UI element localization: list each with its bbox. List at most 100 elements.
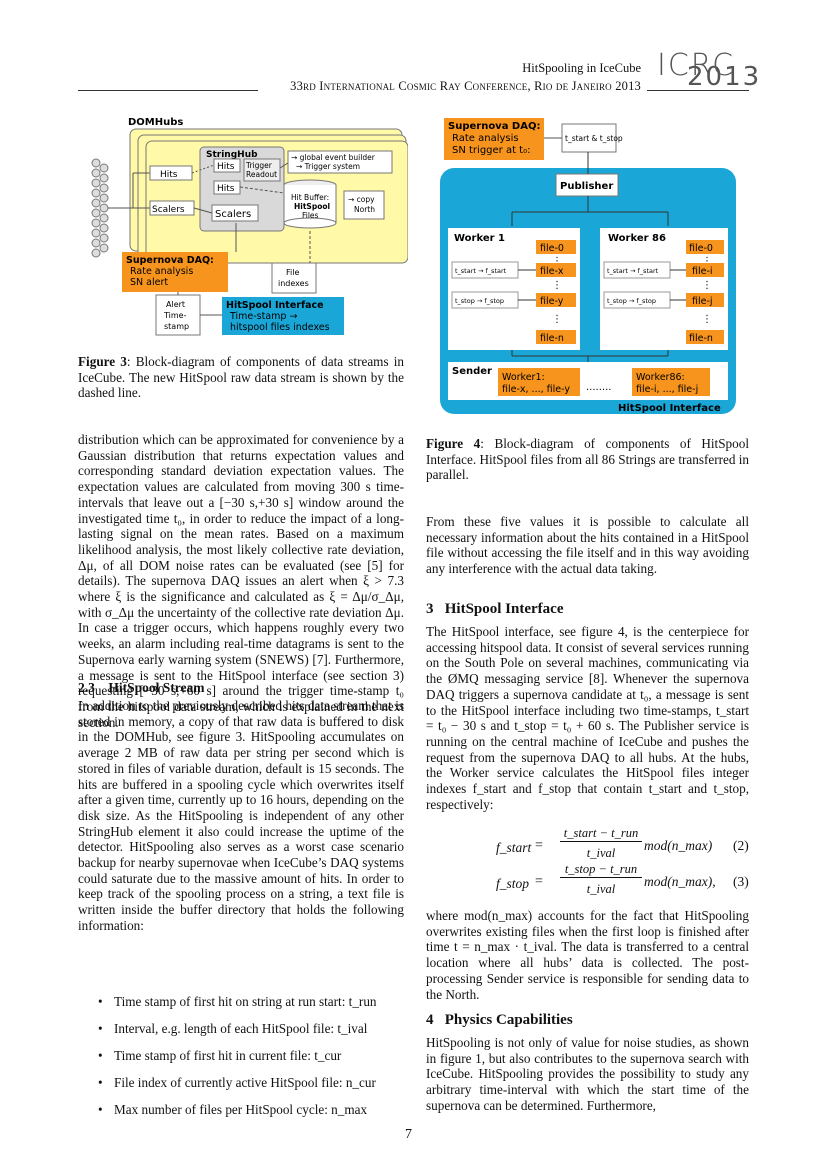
- list-item: File index of currently active HitSpool …: [78, 1075, 404, 1091]
- copy-label-2: North: [354, 205, 375, 214]
- w1-file-x: file-x: [540, 266, 564, 277]
- hits-inner-box-2: Hits: [217, 184, 235, 194]
- hitspool-interface-box: [222, 297, 344, 335]
- list-item: Time stamp of first hit on string at run…: [78, 994, 404, 1010]
- equation-2-numerator: t_start − t_run: [560, 826, 642, 842]
- figure-3-diagram: DOMHubs Hits Scalers StringHub Hits Hits…: [91, 117, 408, 336]
- sender-label: Sender: [452, 366, 492, 377]
- sender-w86-a: Worker86:: [636, 372, 685, 383]
- bullet-list: Time stamp of first hit on string at run…: [78, 994, 404, 1118]
- copy-label-1: → copy: [348, 195, 375, 204]
- header-rule-right: [647, 90, 749, 91]
- running-title: HitSpooling in IceCube: [522, 61, 641, 75]
- page-number: 7: [405, 1127, 412, 1142]
- file-indexes-2: indexes: [278, 279, 309, 288]
- scalers-left-box: Scalers: [152, 205, 185, 215]
- trigger-label: Trigger: [245, 161, 273, 170]
- right-paragraph-2: The HitSpool interface, see figure 4, is…: [426, 624, 749, 812]
- sn-daq-line2: SN alert: [130, 277, 168, 288]
- left-paragraph-1: distribution which can be approximated f…: [78, 432, 404, 730]
- f4-sn-line1: Rate analysis: [452, 133, 519, 144]
- sender-dots: ........: [586, 382, 611, 393]
- worker1-label: Worker 1: [454, 233, 505, 244]
- w1-file-n: file-n: [540, 333, 564, 344]
- buffer-label-2: HitSpool: [294, 202, 330, 211]
- equation-2-eq: =: [535, 838, 543, 853]
- right-paragraph-4: HitSpooling is not only of value for noi…: [426, 1035, 749, 1113]
- equation-3-numerator: t_stop − t_run: [560, 862, 642, 878]
- scalers-inner-box: Scalers: [215, 209, 251, 220]
- w86-file-j: file-j: [692, 296, 713, 307]
- f4-sn-line2: SN trigger at t₀:: [452, 145, 530, 156]
- section-2-3-heading: 2.3 HitSpool Stream: [78, 680, 205, 695]
- supernova-daq-box: [122, 252, 228, 292]
- right-paragraph-1: From these five values it is possible to…: [426, 514, 749, 577]
- w86-map-start: t_start → f_start: [607, 267, 659, 275]
- hs-interface-line2: hitspool files indexes: [230, 322, 330, 333]
- equation-3-mod: mod(n_max),: [644, 874, 716, 889]
- list-item: Time stamp of first hit in current file:…: [78, 1048, 404, 1064]
- equation-3-denominator: t_ival: [586, 882, 616, 896]
- w86-file-i: file-i: [692, 266, 713, 277]
- buffer-label-1: Hit Buffer:: [291, 193, 329, 202]
- alert-label-1: Alert: [166, 300, 185, 309]
- w86-dots-3: ⋮: [702, 314, 712, 325]
- w1-map-stop: t_stop → f_stop: [455, 297, 504, 305]
- hit-buffer-cylinder: [283, 217, 337, 229]
- left-paragraph-2: In addition to the previously described …: [78, 698, 404, 933]
- buffer-label-3: Files: [302, 211, 319, 220]
- f4-sn-title: Supernova DAQ:: [448, 121, 540, 132]
- sn-daq-line1: Rate analysis: [130, 266, 193, 277]
- w1-map-start: t_start → f_start: [455, 267, 507, 275]
- readout-label: Readout: [246, 170, 277, 179]
- alert-label-3: stamp: [164, 322, 189, 331]
- sn-daq-title: Supernova DAQ:: [126, 255, 214, 266]
- stringhub-label: StringHub: [206, 150, 258, 160]
- figure-3-caption: Figure 3: Block-diagram of components of…: [78, 354, 404, 401]
- tstart-tstop-box: t_start & t_stop: [565, 134, 623, 143]
- figure-4-diagram: Supernova DAQ: Rate analysis SN trigger …: [440, 118, 736, 414]
- conference-title: 33rd International Cosmic Ray Conference…: [290, 79, 641, 93]
- section-3-heading: 3 HitSpool Interface: [426, 601, 564, 617]
- equation-3-number: (3): [733, 874, 749, 889]
- geb-label-2: → Trigger system: [296, 162, 360, 171]
- hits-inner-box: Hits: [217, 162, 235, 172]
- header-rule-left: [78, 90, 258, 91]
- w86-map-stop: t_stop → f_stop: [607, 297, 656, 305]
- w1-file-0: file-0: [540, 243, 564, 254]
- equation-2-number: (2): [733, 838, 749, 853]
- equation-2-mod: mod(n_max): [644, 838, 713, 853]
- w86-dots-1: ⋮: [702, 256, 712, 267]
- alert-label-2: Time-: [163, 311, 187, 320]
- w86-dots-2: ⋮: [702, 280, 712, 291]
- sender-w1-a: Worker1:: [502, 372, 545, 383]
- section-4-heading: 4 Physics Capabilities: [426, 1012, 573, 1028]
- w86-file-0: file-0: [689, 243, 713, 254]
- file-indexes-1: File: [286, 268, 299, 277]
- worker86-label: Worker 86: [608, 233, 666, 244]
- dom-sensors: [91, 158, 109, 258]
- f4-hitspool-interface-label: HitSpool Interface: [618, 403, 721, 414]
- right-paragraph-3: where mod(n_max) accounts for the fact t…: [426, 908, 749, 1002]
- w1-file-y: file-y: [540, 296, 564, 307]
- w86-file-n: file-n: [689, 333, 713, 344]
- hs-interface-title: HitSpool Interface: [226, 300, 324, 311]
- domhubs-label: DOMHubs: [128, 117, 183, 128]
- sender-w1-b: file-x, ..., file-y: [502, 384, 570, 395]
- list-item: Max number of files per HitSpool cycle: …: [78, 1102, 404, 1118]
- icrc-logo: ICRC 2013: [657, 48, 762, 92]
- w1-dots-2: ⋮: [552, 280, 562, 291]
- f4-supernova-daq-box: [444, 118, 544, 160]
- publisher-box: Publisher: [560, 181, 613, 192]
- equation-2-lhs: f_start: [496, 840, 532, 855]
- w1-dots-3: ⋮: [552, 314, 562, 325]
- sender-w86-b: file-i, ..., file-j: [636, 384, 698, 395]
- figure-4-caption: Figure 4: Block-diagram of components of…: [426, 436, 749, 483]
- hits-left-box: Hits: [160, 170, 178, 180]
- hs-interface-line1: Time-stamp →: [229, 311, 297, 322]
- geb-label-1: → global event builder: [291, 153, 376, 162]
- list-item: Interval, e.g. length of each HitSpool f…: [78, 1021, 404, 1037]
- w1-dots-1: ⋮: [552, 256, 562, 267]
- equation-3-eq: =: [535, 874, 543, 889]
- equation-3-lhs: f_stop: [496, 876, 530, 891]
